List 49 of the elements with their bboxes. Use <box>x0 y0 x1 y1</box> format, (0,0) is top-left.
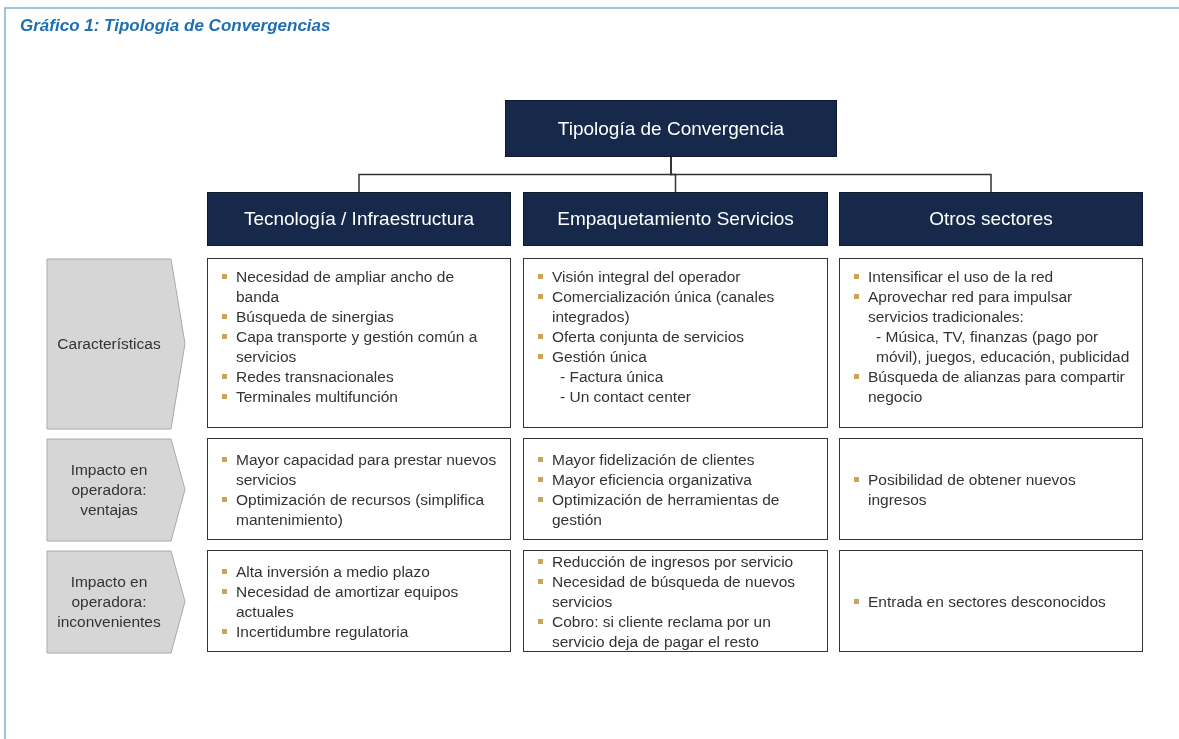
list-item: Comercialización única (canales integrados) <box>552 287 776 327</box>
list-item: Reducción de ingresos por servicio <box>552 552 794 572</box>
list-item: - Un contact center <box>560 387 691 407</box>
table-cell <box>523 550 828 652</box>
row-label: Impacto en operadora: ventajas <box>69 460 149 520</box>
list-item: Búsqueda de alianzas para compartir negocio <box>868 367 1126 407</box>
list-item: Optimización de recursos (simplifica mantenimiento) <box>236 490 486 530</box>
table-cell <box>207 438 511 540</box>
list-item: Visión integral del operador <box>552 267 741 287</box>
list-item: Terminales multifunción <box>236 387 398 407</box>
list-item: Mayor eficiencia organizativa <box>552 470 752 490</box>
row-header-tab <box>46 550 186 654</box>
list-item: Oferta conjunta de servicios <box>552 327 745 347</box>
table-cell <box>207 258 511 428</box>
list-item: Entrada en sectores desconocidos <box>868 592 1106 612</box>
column-header: Otros sectores <box>839 192 1143 246</box>
table-cell <box>839 258 1143 428</box>
list-item: Gestión única <box>552 347 647 367</box>
table-cell <box>839 438 1143 540</box>
list-item: Intensificar el uso de la red <box>868 267 1054 287</box>
connector-line <box>670 156 992 193</box>
table-cell <box>523 438 828 540</box>
row-label: Características <box>56 334 162 354</box>
row-label: Impacto en operadora: inconvenientes <box>56 572 162 632</box>
list-item: Alta inversión a medio plazo <box>236 562 430 582</box>
list-item: Capa transporte y gestión común a servicios <box>236 327 479 367</box>
list-item: Necesidad de ampliar ancho de banda <box>236 267 455 307</box>
row-header-tab <box>46 438 186 542</box>
list-item: Incertidumbre regulatoria <box>236 622 409 642</box>
list-item: Redes transnacionales <box>236 367 394 387</box>
list-item: Mayor fidelización de clientes <box>552 450 755 470</box>
row-header-tab <box>46 258 186 430</box>
list-item: Necesidad de amortizar equipos actuales <box>236 582 460 622</box>
column-header: Empaquetamiento Servicios <box>523 192 828 246</box>
column-header: Tecnología / Infraestructura <box>207 192 511 246</box>
list-item: - Música, TV, finanzas (pago por móvil), juegos, educación, publicidad <box>876 327 1131 367</box>
root-box: Tipología de Convergencia <box>505 100 837 157</box>
list-item: Mayor capacidad para prestar nuevos servicios <box>236 450 498 490</box>
list-item: - Factura única <box>560 367 664 387</box>
list-item: Cobro: si cliente reclama por un servicio deja de pagar el resto <box>552 612 772 652</box>
list-item: Necesidad de búsqueda de nuevos servicios <box>552 572 797 612</box>
list-item: Búsqueda de sinergias <box>236 307 394 327</box>
list-item: Posibilidad de obtener nuevos ingresos <box>868 470 1077 510</box>
figure-title: Gráfico 1: Tipología de Convergencias <box>20 16 331 36</box>
table-cell <box>207 550 511 652</box>
table-cell <box>523 258 828 428</box>
list-item: Aprovechar red para impulsar servicios tradicionales: <box>868 287 1074 327</box>
list-item: Optimización de herramientas de gestión <box>552 490 781 530</box>
table-cell <box>839 550 1143 652</box>
